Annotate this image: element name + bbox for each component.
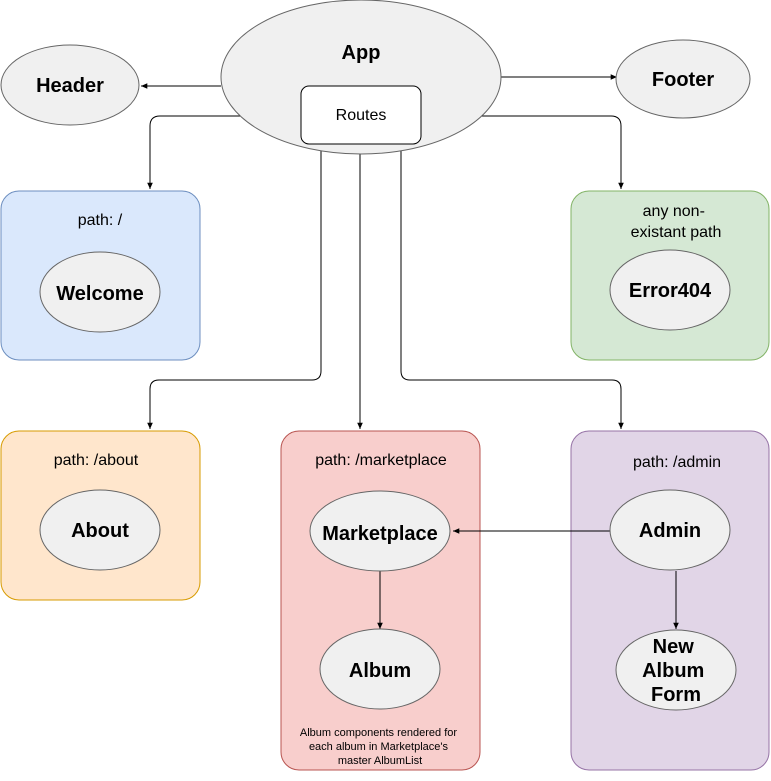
album-note-line-2: each album in Marketplace's [309, 741, 449, 753]
routes-node-label: Routes [336, 107, 387, 124]
route-label-admin: path: /admin [633, 454, 721, 471]
error404-node-label: Error404 [629, 280, 712, 302]
route-label-not-found: any non- existant path [631, 203, 722, 241]
edge-routes-not-found [421, 115, 624, 189]
error404-node [609, 249, 731, 331]
app-node-label: App [342, 42, 381, 64]
route-label-not-found-line-2: existant path [631, 224, 722, 241]
route-box-admin [570, 430, 770, 771]
edge-routes-admin [400, 144, 624, 429]
footer-node [615, 39, 751, 119]
new-album-form-line-1: New [653, 636, 695, 658]
route-label-marketplace: path: /marketplace [315, 452, 447, 469]
admin-node [609, 489, 731, 571]
new-album-form-line-3: Form [651, 684, 701, 706]
welcome-node [39, 251, 161, 333]
new-album-form-node [615, 629, 737, 711]
routes-node [300, 85, 422, 145]
admin-node-label: Admin [639, 520, 701, 542]
new-album-form-label: New Album Form [642, 636, 710, 706]
album-note-line-3: master AlbumList [338, 755, 422, 767]
header-node-label: Header [36, 75, 104, 97]
welcome-node-label: Welcome [56, 283, 143, 305]
album-note: Album components rendered for each album… [300, 727, 460, 767]
about-node-label: About [71, 520, 129, 542]
route-label-root: path: / [78, 212, 123, 229]
album-node [319, 628, 441, 710]
app-node [220, 0, 502, 155]
about-node [39, 489, 161, 571]
route-label-not-found-line-1: any non- [643, 203, 705, 220]
album-node-label: Album [349, 660, 411, 682]
marketplace-node-label: Marketplace [322, 523, 438, 545]
marketplace-node [309, 490, 451, 572]
album-note-line-1: Album components rendered for [300, 727, 457, 739]
route-label-about: path: /about [54, 452, 139, 469]
edge-routes-about [147, 144, 322, 429]
header-node [0, 44, 140, 126]
edge-routes-root [147, 115, 301, 189]
footer-node-label: Footer [652, 69, 714, 91]
new-album-form-line-2: Album [642, 660, 704, 682]
